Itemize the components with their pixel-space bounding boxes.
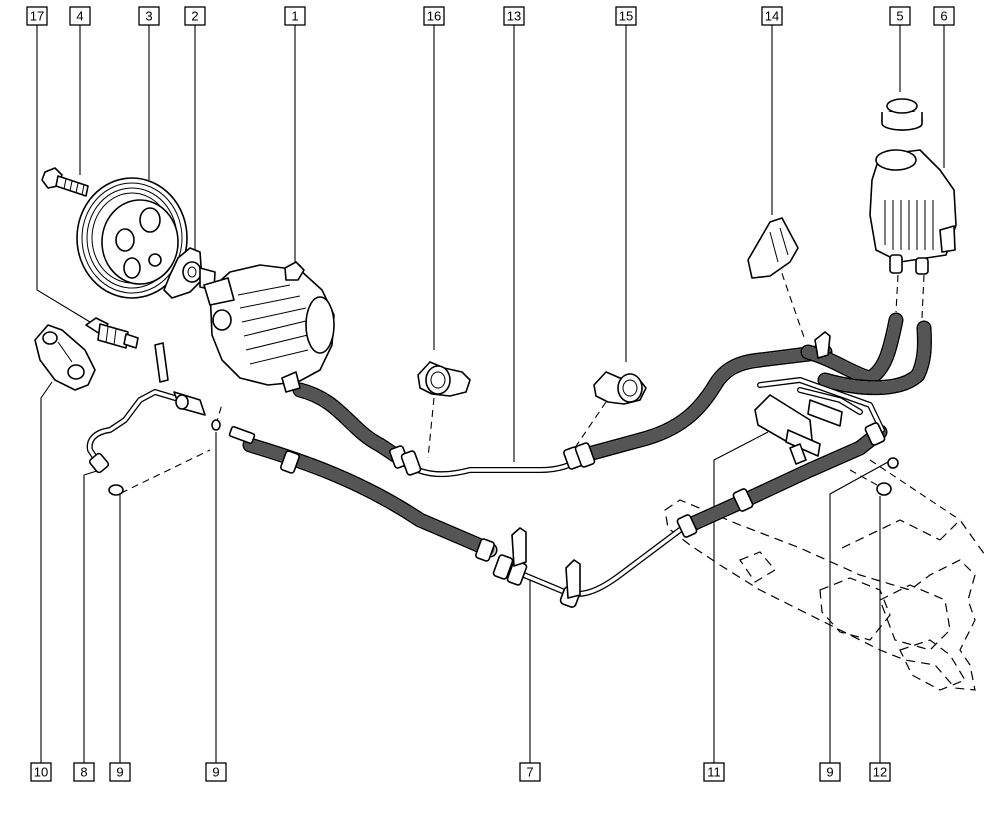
svg-text:10: 10: [34, 765, 48, 780]
svg-text:16: 16: [427, 9, 441, 24]
svg-text:9: 9: [116, 765, 123, 780]
callout-14: 14: [761, 6, 783, 26]
svg-text:12: 12: [873, 765, 887, 780]
hose-clip-16: [417, 361, 471, 397]
hose-ferrules: [88, 422, 886, 608]
svg-text:14: 14: [765, 9, 779, 24]
svg-text:13: 13: [507, 9, 521, 24]
steering-rack-outline: [664, 499, 986, 691]
callout-15: 15: [615, 6, 637, 26]
assembly-dashed-lines: [120, 261, 961, 521]
callout-9-left: 9: [109, 762, 131, 782]
callout-7: 7: [519, 762, 541, 782]
svg-text:9: 9: [212, 765, 219, 780]
callout-13: 13: [503, 6, 525, 26]
callout-9-center: 9: [205, 762, 227, 782]
mounting-bracket: [34, 324, 96, 391]
svg-text:6: 6: [940, 9, 947, 24]
callout-6: 6: [933, 6, 955, 26]
svg-text:2: 2: [191, 9, 198, 24]
callout-4: 4: [69, 6, 91, 26]
svg-text:5: 5: [896, 9, 903, 24]
svg-text:4: 4: [76, 9, 83, 24]
hoses: [86, 312, 932, 597]
callout-16: 16: [423, 6, 445, 26]
leader-lines: [36, 25, 945, 763]
callout-2: 2: [184, 6, 206, 26]
fluid-reservoir: [869, 149, 957, 275]
hose-brackets: [511, 527, 581, 599]
callout-12: 12: [869, 762, 891, 782]
hose-bracket-14: [747, 217, 831, 359]
callout-9-right: 9: [819, 762, 841, 782]
svg-text:7: 7: [526, 765, 533, 780]
svg-text:17: 17: [30, 9, 44, 24]
svg-text:8: 8: [80, 765, 87, 780]
callout-3: 3: [138, 6, 160, 26]
hose-clip-15: [593, 371, 647, 405]
callout-10: 10: [30, 762, 52, 782]
callout-5: 5: [889, 6, 911, 26]
callout-8: 8: [73, 762, 95, 782]
banjo-fitting: [154, 342, 206, 416]
pressure-switch: [85, 317, 139, 349]
svg-text:15: 15: [619, 9, 633, 24]
bolt: [41, 167, 89, 197]
callout-11: 11: [703, 762, 725, 782]
power-steering-pump: [203, 261, 335, 393]
union-fittings: [754, 394, 843, 465]
svg-text:3: 3: [145, 9, 152, 24]
callout-17: 17: [26, 6, 48, 26]
pulley: [76, 177, 188, 299]
callout-1: 1: [284, 6, 306, 26]
o-rings: [108, 419, 899, 496]
svg-text:11: 11: [707, 765, 721, 780]
svg-text:1: 1: [291, 9, 298, 24]
svg-text:9: 9: [826, 765, 833, 780]
reservoir-cap: [881, 98, 923, 131]
